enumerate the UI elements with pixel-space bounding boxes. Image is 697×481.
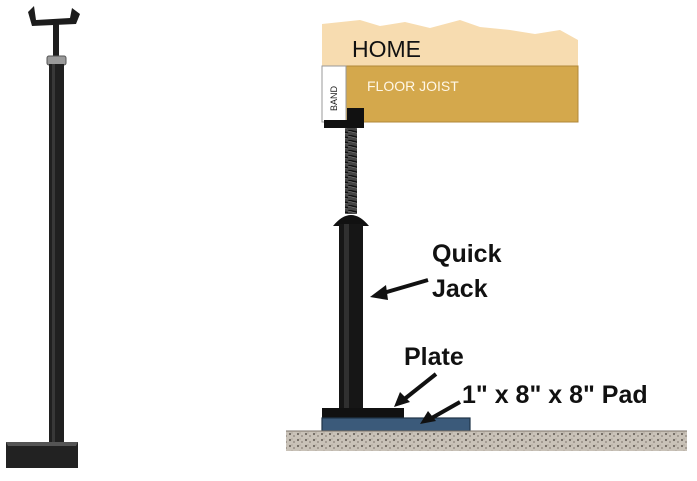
plate-label: Plate <box>404 343 464 371</box>
installation-diagram: HOME FLOOR JOIST BAND Quick Jack Plate 1… <box>286 20 687 451</box>
jack-upper-rod <box>53 24 59 58</box>
standalone-jack-photo <box>6 6 80 468</box>
ground <box>286 431 687 451</box>
jack-main-tube <box>49 64 64 442</box>
quick-jack-arrow <box>370 278 429 300</box>
jack-saddle <box>28 6 80 26</box>
pad-arrow <box>420 400 461 424</box>
steel-plate <box>322 408 404 418</box>
quick-jack-tube <box>339 224 363 410</box>
home-label: HOME <box>352 36 421 62</box>
jack-dome <box>333 215 369 226</box>
threaded-rod <box>345 128 357 214</box>
quick-label: Quick <box>432 240 502 268</box>
band-label: BAND <box>329 85 339 111</box>
floor-joist-label: FLOOR JOIST <box>367 78 459 94</box>
pad-label: 1" x 8" x 8" Pad <box>462 381 648 409</box>
floor-joist <box>345 65 579 123</box>
plate-arrow <box>394 372 438 407</box>
jack-top-bracket <box>324 120 364 128</box>
pad <box>321 417 471 432</box>
band-board <box>321 65 347 123</box>
jack-base-plate <box>6 442 78 468</box>
jack-collar <box>46 55 67 66</box>
jack-label: Jack <box>432 275 488 303</box>
